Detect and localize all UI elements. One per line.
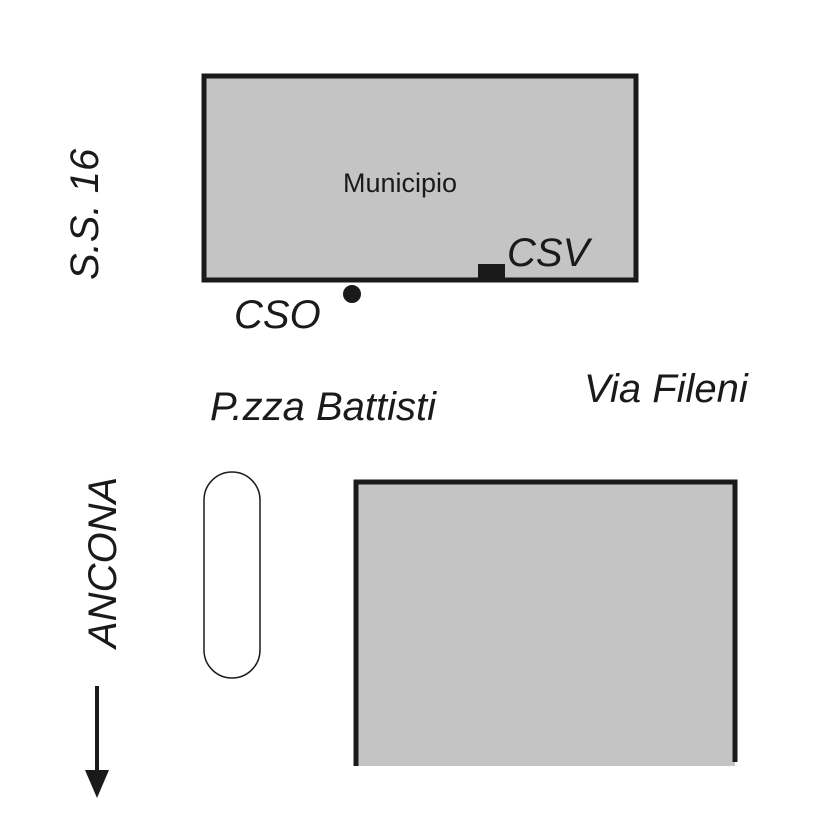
road-label: S.S. 16 <box>63 148 107 280</box>
municipio-building <box>201 73 639 283</box>
via-label: Via Fileni <box>584 367 749 411</box>
csv-label: CSV <box>507 231 593 275</box>
traffic-island <box>203 471 261 679</box>
arrow-down-icon <box>85 686 109 798</box>
municipio-label: Municipio <box>343 168 457 198</box>
dot-marker-icon <box>343 285 361 303</box>
block-outline <box>353 479 738 766</box>
direction-label: ANCONA <box>81 477 125 650</box>
block-fill <box>356 482 735 766</box>
piazza-label: P.zza Battisti <box>210 385 437 429</box>
cso-label: CSO <box>234 293 321 337</box>
square-marker-icon <box>478 264 505 280</box>
